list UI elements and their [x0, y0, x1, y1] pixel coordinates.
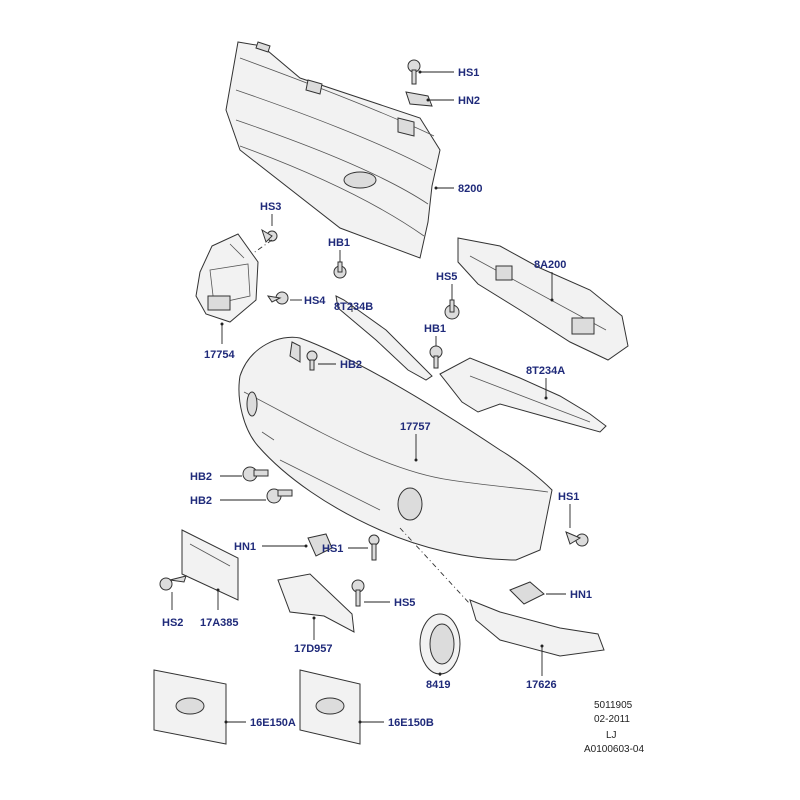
leader-lines: [171, 70, 571, 724]
screw-hs3: [261, 228, 278, 243]
label-17626: 17626: [526, 679, 557, 691]
label-8419: 8419: [426, 679, 450, 691]
label-hn2: HN2: [458, 95, 480, 107]
screw-hb2-top: [306, 350, 318, 371]
label-hb2-top: HB2: [340, 359, 362, 371]
tow-cover-17d957: [277, 573, 355, 633]
clip-hn2: [405, 91, 433, 107]
label-8a200: 8A200: [534, 259, 566, 271]
label-hs1-mid: HS1: [322, 543, 343, 555]
screw-hs1-right: [565, 531, 589, 547]
plate-bracket-17a385: [181, 529, 239, 601]
label-hs4: HS4: [304, 295, 326, 307]
label-hs5-top: HS5: [436, 271, 457, 283]
spoiler-17626: [469, 599, 605, 657]
label-hn1-right: HN1: [570, 589, 592, 601]
screw-hb2-low: [266, 488, 293, 504]
label-hb1-top: HB1: [328, 237, 350, 249]
meta-date: 02-2011: [594, 714, 630, 725]
label-hs3: HS3: [260, 201, 281, 213]
screw-hb2-mid: [242, 466, 269, 482]
label-hb1-mid: HB1: [424, 323, 446, 335]
clip-hn1-right: [509, 581, 545, 605]
meta-code: 5011905: [594, 700, 633, 711]
label-17a385: 17A385: [200, 617, 239, 629]
bolt-hs5-top: [444, 299, 460, 320]
bumper-beam-8a200: [457, 237, 629, 361]
label-hb2-low: HB2: [190, 495, 212, 507]
bumper-cover-17757: [238, 336, 553, 561]
label-hs1-right: HS1: [558, 491, 579, 503]
screw-hs4: [266, 291, 289, 305]
label-hn1-left: HN1: [234, 541, 256, 553]
label-17d957: 17D957: [294, 643, 333, 655]
screw-hs5-low: [351, 579, 365, 607]
meta-ref: A0100603-04: [584, 744, 644, 755]
label-8t234a: 8T234A: [526, 365, 565, 377]
clip-hn1-left: [307, 533, 333, 557]
label-17754: 17754: [204, 349, 235, 361]
screw-hs2: [159, 575, 187, 591]
bracket-8t234a: [439, 357, 607, 433]
screw-hs1-top: [407, 59, 421, 85]
label-8200: 8200: [458, 183, 482, 195]
label-17757: 17757: [400, 421, 431, 433]
label-16e150b: 16E150B: [388, 717, 434, 729]
label-hs1-top: HS1: [458, 67, 479, 79]
bolt-hb1-top: [333, 261, 347, 279]
meta-author: LJ: [606, 730, 617, 741]
label-hs2: HS2: [162, 617, 183, 629]
plate-16e150a: [153, 669, 227, 745]
screw-hs1-mid: [368, 534, 380, 561]
radiator-grille-8200: [225, 41, 441, 259]
bolt-hb1-mid: [429, 345, 443, 369]
strip-8t234b: [335, 295, 433, 381]
label-hb2-mid: HB2: [190, 471, 212, 483]
plate-16e150b: [299, 669, 361, 745]
bracket-17754: [195, 233, 259, 323]
label-hs5-low: HS5: [394, 597, 415, 609]
label-8t234b: 8T234B: [334, 301, 373, 313]
fog-bezel-8419: [419, 613, 461, 675]
label-16e150a: 16E150A: [250, 717, 296, 729]
